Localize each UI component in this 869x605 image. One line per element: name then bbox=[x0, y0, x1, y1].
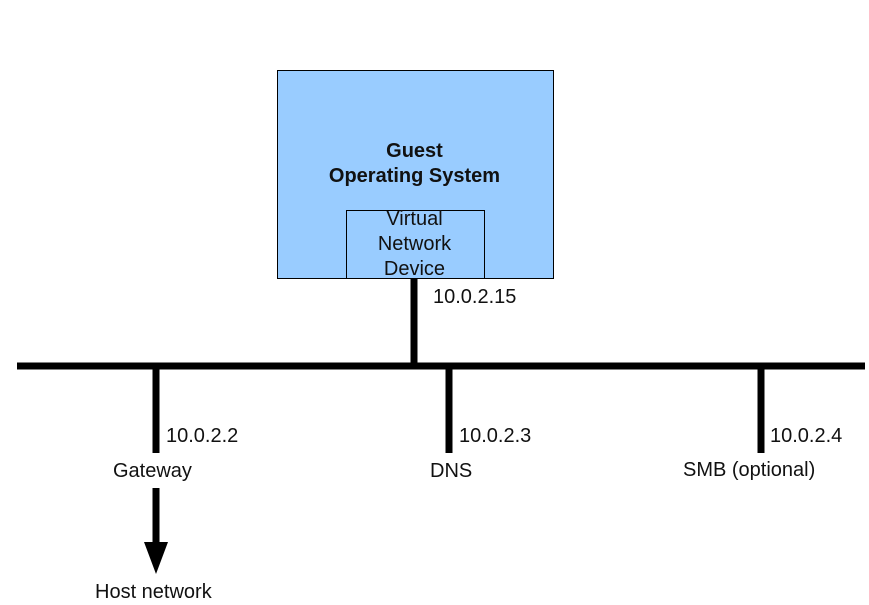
guest-os-title: Guest Operating System bbox=[277, 139, 552, 189]
smb-ip-label: 10.0.2.4 bbox=[770, 425, 843, 447]
gateway-ip-label: 10.0.2.2 bbox=[166, 425, 239, 447]
vnd-label-line3: Device bbox=[383, 258, 446, 280]
guest-os-title-line2: Operating System bbox=[328, 165, 501, 187]
host-network-label: Host network bbox=[95, 581, 212, 603]
gateway-label: Gateway bbox=[113, 460, 192, 482]
host-arrow-head bbox=[144, 542, 168, 574]
vnd-label-line1: Virtual bbox=[386, 208, 443, 230]
vnd-label-line2: Network bbox=[377, 233, 452, 255]
dns-label: DNS bbox=[430, 460, 473, 482]
guest-os-box bbox=[277, 70, 554, 279]
dns-ip-label: 10.0.2.3 bbox=[459, 425, 532, 447]
guest-os-title-line1: Guest bbox=[386, 140, 443, 162]
virtual-network-device-label: Virtual Network Device bbox=[346, 207, 483, 282]
guest-ip-label: 10.0.2.15 bbox=[433, 286, 517, 308]
smb-label: SMB (optional) bbox=[683, 459, 816, 481]
